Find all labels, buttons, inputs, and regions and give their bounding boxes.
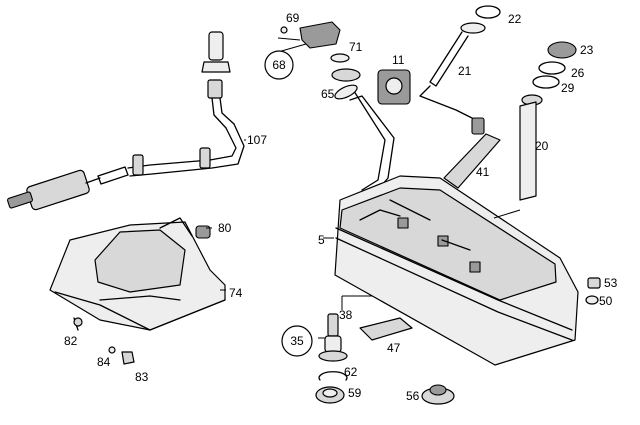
- fuel-line-107: [127, 31, 246, 177]
- small-parts-left: [73, 225, 211, 365]
- label-5: 5: [318, 233, 325, 247]
- label-74: 74: [229, 286, 243, 300]
- pad-41: [443, 133, 501, 189]
- fuel-tank-5: [334, 175, 579, 366]
- label-84: 84: [97, 355, 111, 369]
- leader-lines: [206, 209, 521, 339]
- label-23: 23: [580, 43, 594, 57]
- fuel-filter: [7, 166, 129, 211]
- drain-parts: [315, 295, 372, 404]
- label-35: 35: [290, 334, 304, 348]
- label-65: 65: [321, 87, 335, 101]
- cap-56: [421, 384, 455, 405]
- label-62: 62: [344, 365, 358, 379]
- parts-23-29-20: [519, 41, 577, 201]
- sender-unit-21: [419, 5, 501, 135]
- label-68: 68: [272, 58, 286, 72]
- label-69: 69: [286, 11, 300, 25]
- label-21: 21: [458, 64, 472, 78]
- label-50: 50: [599, 294, 613, 308]
- label-20: 20: [535, 139, 549, 153]
- label-71: 71: [349, 40, 363, 54]
- callout-circle-35: [281, 325, 313, 357]
- label-83: 83: [135, 370, 149, 384]
- nuts-53-50: [585, 277, 601, 305]
- label-11: 11: [392, 53, 405, 67]
- label-26: 26: [571, 66, 585, 80]
- label-29: 29: [561, 81, 575, 95]
- label-47: 47: [387, 341, 401, 355]
- pad-47: [359, 317, 413, 341]
- label-82: 82: [64, 334, 78, 348]
- label-22: 22: [508, 12, 522, 26]
- filler-cap-parts: [277, 21, 341, 53]
- fuel-pump-11: [377, 69, 411, 105]
- label-56: 56: [406, 389, 420, 403]
- heat-shield-74: [49, 217, 226, 331]
- label-59: 59: [348, 386, 362, 400]
- label-107: 107: [247, 133, 267, 147]
- label-41: 41: [476, 165, 490, 179]
- label-53: 53: [604, 276, 618, 290]
- label-38: 38: [339, 308, 353, 322]
- callout-circle-68: [264, 50, 294, 80]
- label-80: 80: [218, 221, 232, 235]
